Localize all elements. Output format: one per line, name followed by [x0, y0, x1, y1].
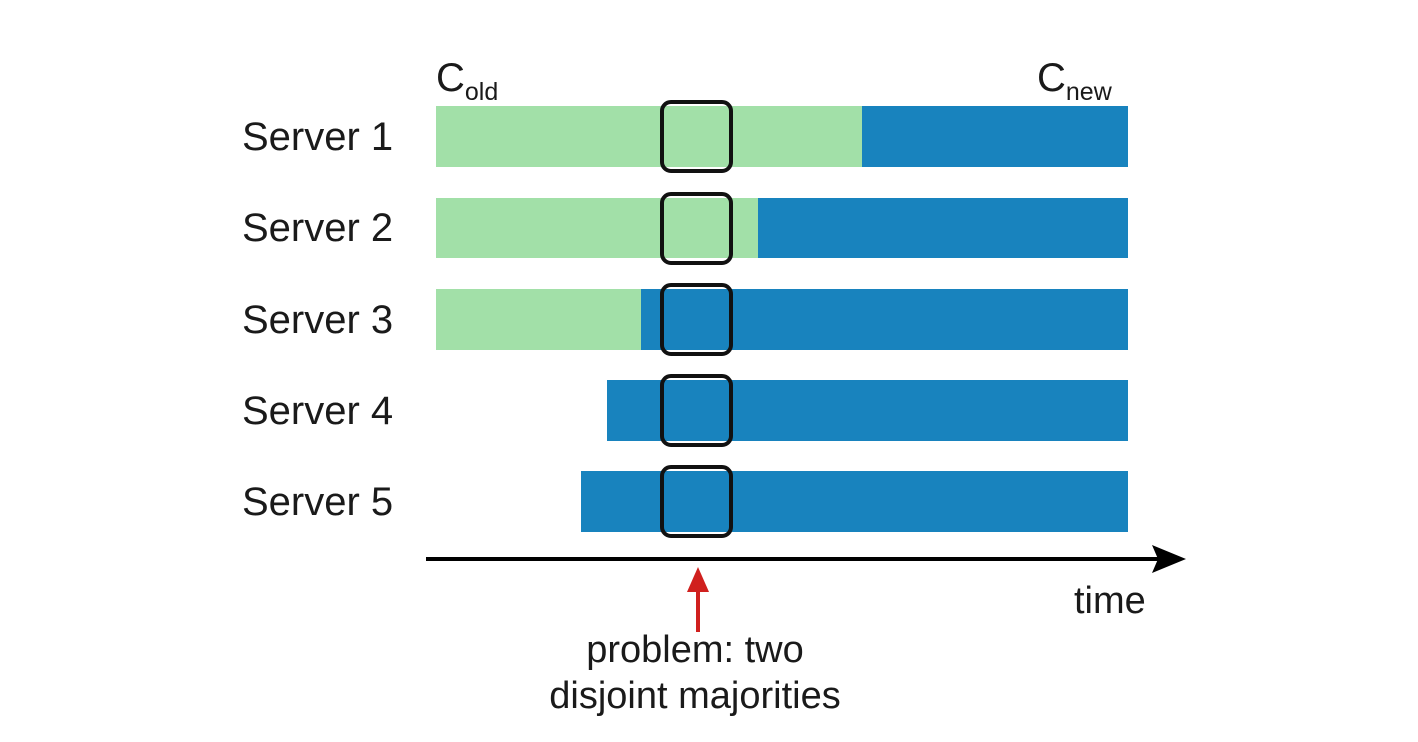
server-2-new-segment [758, 198, 1128, 258]
server-5-bar [581, 471, 1128, 532]
up-arrow-icon [687, 567, 709, 592]
problem-arrow [687, 567, 709, 632]
server-5-label: Server 5 [242, 480, 394, 524]
majority-highlight-boxes [660, 100, 733, 538]
problem-note-line-2: disjoint majorities [549, 675, 841, 717]
server-5-new-segment [581, 471, 1128, 532]
time-axis-arrowhead-icon [1152, 545, 1186, 573]
highlight-box-server-4 [660, 374, 733, 447]
c-new-subscript: new [1065, 78, 1112, 106]
c-old-label: Cold [436, 58, 498, 112]
highlight-box-server-1 [660, 100, 733, 173]
server-1-new-segment [862, 106, 1128, 167]
server-4-bar [607, 380, 1128, 441]
problem-note-line-1: problem: two [586, 629, 804, 671]
server-4-new-segment [607, 380, 1128, 441]
server-2-label: Server 2 [242, 206, 394, 250]
highlight-box-server-3 [660, 283, 733, 356]
server-3-old-segment [436, 289, 641, 350]
time-axis-label: time [1074, 580, 1146, 622]
c-old-subscript: old [464, 78, 499, 106]
server-3-label: Server 3 [242, 298, 394, 342]
server-1-old-segment [436, 106, 862, 167]
server-1-label: Server 1 [242, 115, 394, 159]
server-3-bar [436, 289, 1128, 350]
server-2-bar [436, 198, 1128, 258]
c-old-base: C [436, 56, 465, 100]
server-2-old-segment [436, 198, 758, 258]
server-4-label: Server 4 [242, 389, 394, 433]
server-3-new-segment [641, 289, 1128, 350]
c-new-base: C [1037, 56, 1066, 100]
highlight-box-server-5 [660, 465, 733, 538]
server-1-bar [436, 106, 1128, 167]
highlight-box-server-2 [660, 192, 733, 265]
c-new-label: Cnew [1037, 58, 1112, 112]
time-axis [426, 545, 1186, 573]
